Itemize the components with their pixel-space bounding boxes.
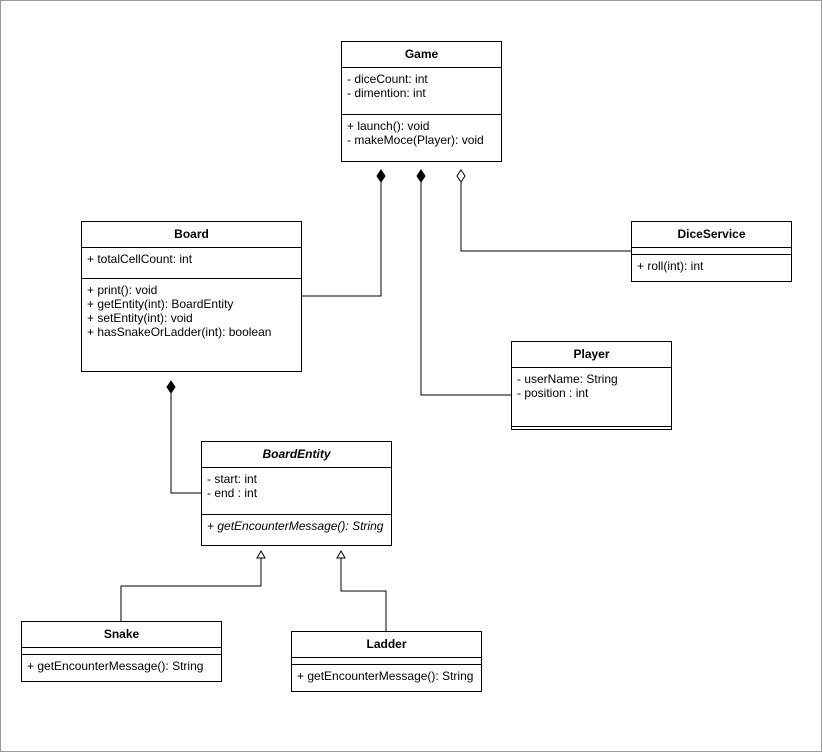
operations-boardentity: + getEncounterMessage(): String xyxy=(202,515,391,537)
attributes-snake xyxy=(22,648,221,655)
attributes-ladder xyxy=(292,658,481,665)
attributes-player: - userName: String - position : int xyxy=(512,368,671,427)
class-name-game: Game xyxy=(342,42,501,68)
operations-snake: + getEncounterMessage(): String xyxy=(22,655,221,677)
class-name-snake: Snake xyxy=(22,622,221,648)
class-snake[interactable]: Snake + getEncounterMessage(): String xyxy=(21,621,222,682)
attribute: - diceCount: int xyxy=(347,72,428,86)
operation: + setEntity(int): void xyxy=(87,311,193,325)
composition-diamond-game-player xyxy=(416,169,426,183)
class-ladder[interactable]: Ladder + getEncounterMessage(): String xyxy=(291,631,482,692)
composition-diamond-game-board xyxy=(376,169,386,183)
composition-game-board xyxy=(302,181,382,297)
attribute: - end : int xyxy=(207,486,258,500)
attributes-boardentity: - start: int - end : int xyxy=(202,468,391,515)
operation: + hasSnakeOrLadder(int): boolean xyxy=(87,325,272,339)
attribute: - start: int xyxy=(207,472,258,486)
class-boardentity[interactable]: BoardEntity - start: int - end : int + g… xyxy=(201,441,392,546)
composition-diamond-board-boardentity xyxy=(166,380,176,394)
operation: + roll(int): int xyxy=(637,259,704,273)
generalization-arrow-ladder xyxy=(336,549,346,559)
generalization-snake-boardentity xyxy=(120,558,262,622)
aggregation-game-diceservice xyxy=(460,181,632,252)
operation: - makeMoce(Player): void xyxy=(347,133,484,147)
operations-player xyxy=(512,427,671,433)
generalization-ladder-boardentity xyxy=(340,558,387,632)
class-name-board: Board xyxy=(82,222,301,248)
attributes-board: + totalCellCount: int xyxy=(82,248,301,279)
composition-board-boardentity xyxy=(170,392,202,494)
class-diceservice[interactable]: DiceService + roll(int): int xyxy=(631,221,792,282)
operations-game: + launch(): void - makeMoce(Player): voi… xyxy=(342,115,501,151)
attributes-diceservice xyxy=(632,248,791,255)
composition-game-player xyxy=(420,181,512,396)
operation: + launch(): void xyxy=(347,119,430,133)
operation: + getEncounterMessage(): String xyxy=(297,669,474,683)
class-player[interactable]: Player - userName: String - position : i… xyxy=(511,341,672,430)
operations-board: + print(): void + getEntity(int): BoardE… xyxy=(82,279,301,343)
operation: + getEncounterMessage(): String xyxy=(207,519,384,533)
operations-diceservice: + roll(int): int xyxy=(632,255,791,277)
class-board[interactable]: Board + totalCellCount: int + print(): v… xyxy=(81,221,302,372)
attributes-game: - diceCount: int - dimention: int xyxy=(342,68,501,115)
class-name-ladder: Ladder xyxy=(292,632,481,658)
operations-ladder: + getEncounterMessage(): String xyxy=(292,665,481,687)
operation: + getEntity(int): BoardEntity xyxy=(87,297,234,311)
attribute: - dimention: int xyxy=(347,86,426,100)
operation: + getEncounterMessage(): String xyxy=(27,659,204,673)
class-name-player: Player xyxy=(512,342,671,368)
class-name-diceservice: DiceService xyxy=(632,222,791,248)
aggregation-diamond-game-diceservice xyxy=(456,169,466,183)
attribute: - userName: String xyxy=(517,372,618,386)
generalization-arrow-snake xyxy=(256,549,266,559)
class-name-boardentity: BoardEntity xyxy=(202,442,391,468)
attribute: + totalCellCount: int xyxy=(87,252,193,266)
attribute: - position : int xyxy=(517,386,589,400)
operation: + print(): void xyxy=(87,283,158,297)
class-game[interactable]: Game - diceCount: int - dimention: int +… xyxy=(341,41,502,162)
